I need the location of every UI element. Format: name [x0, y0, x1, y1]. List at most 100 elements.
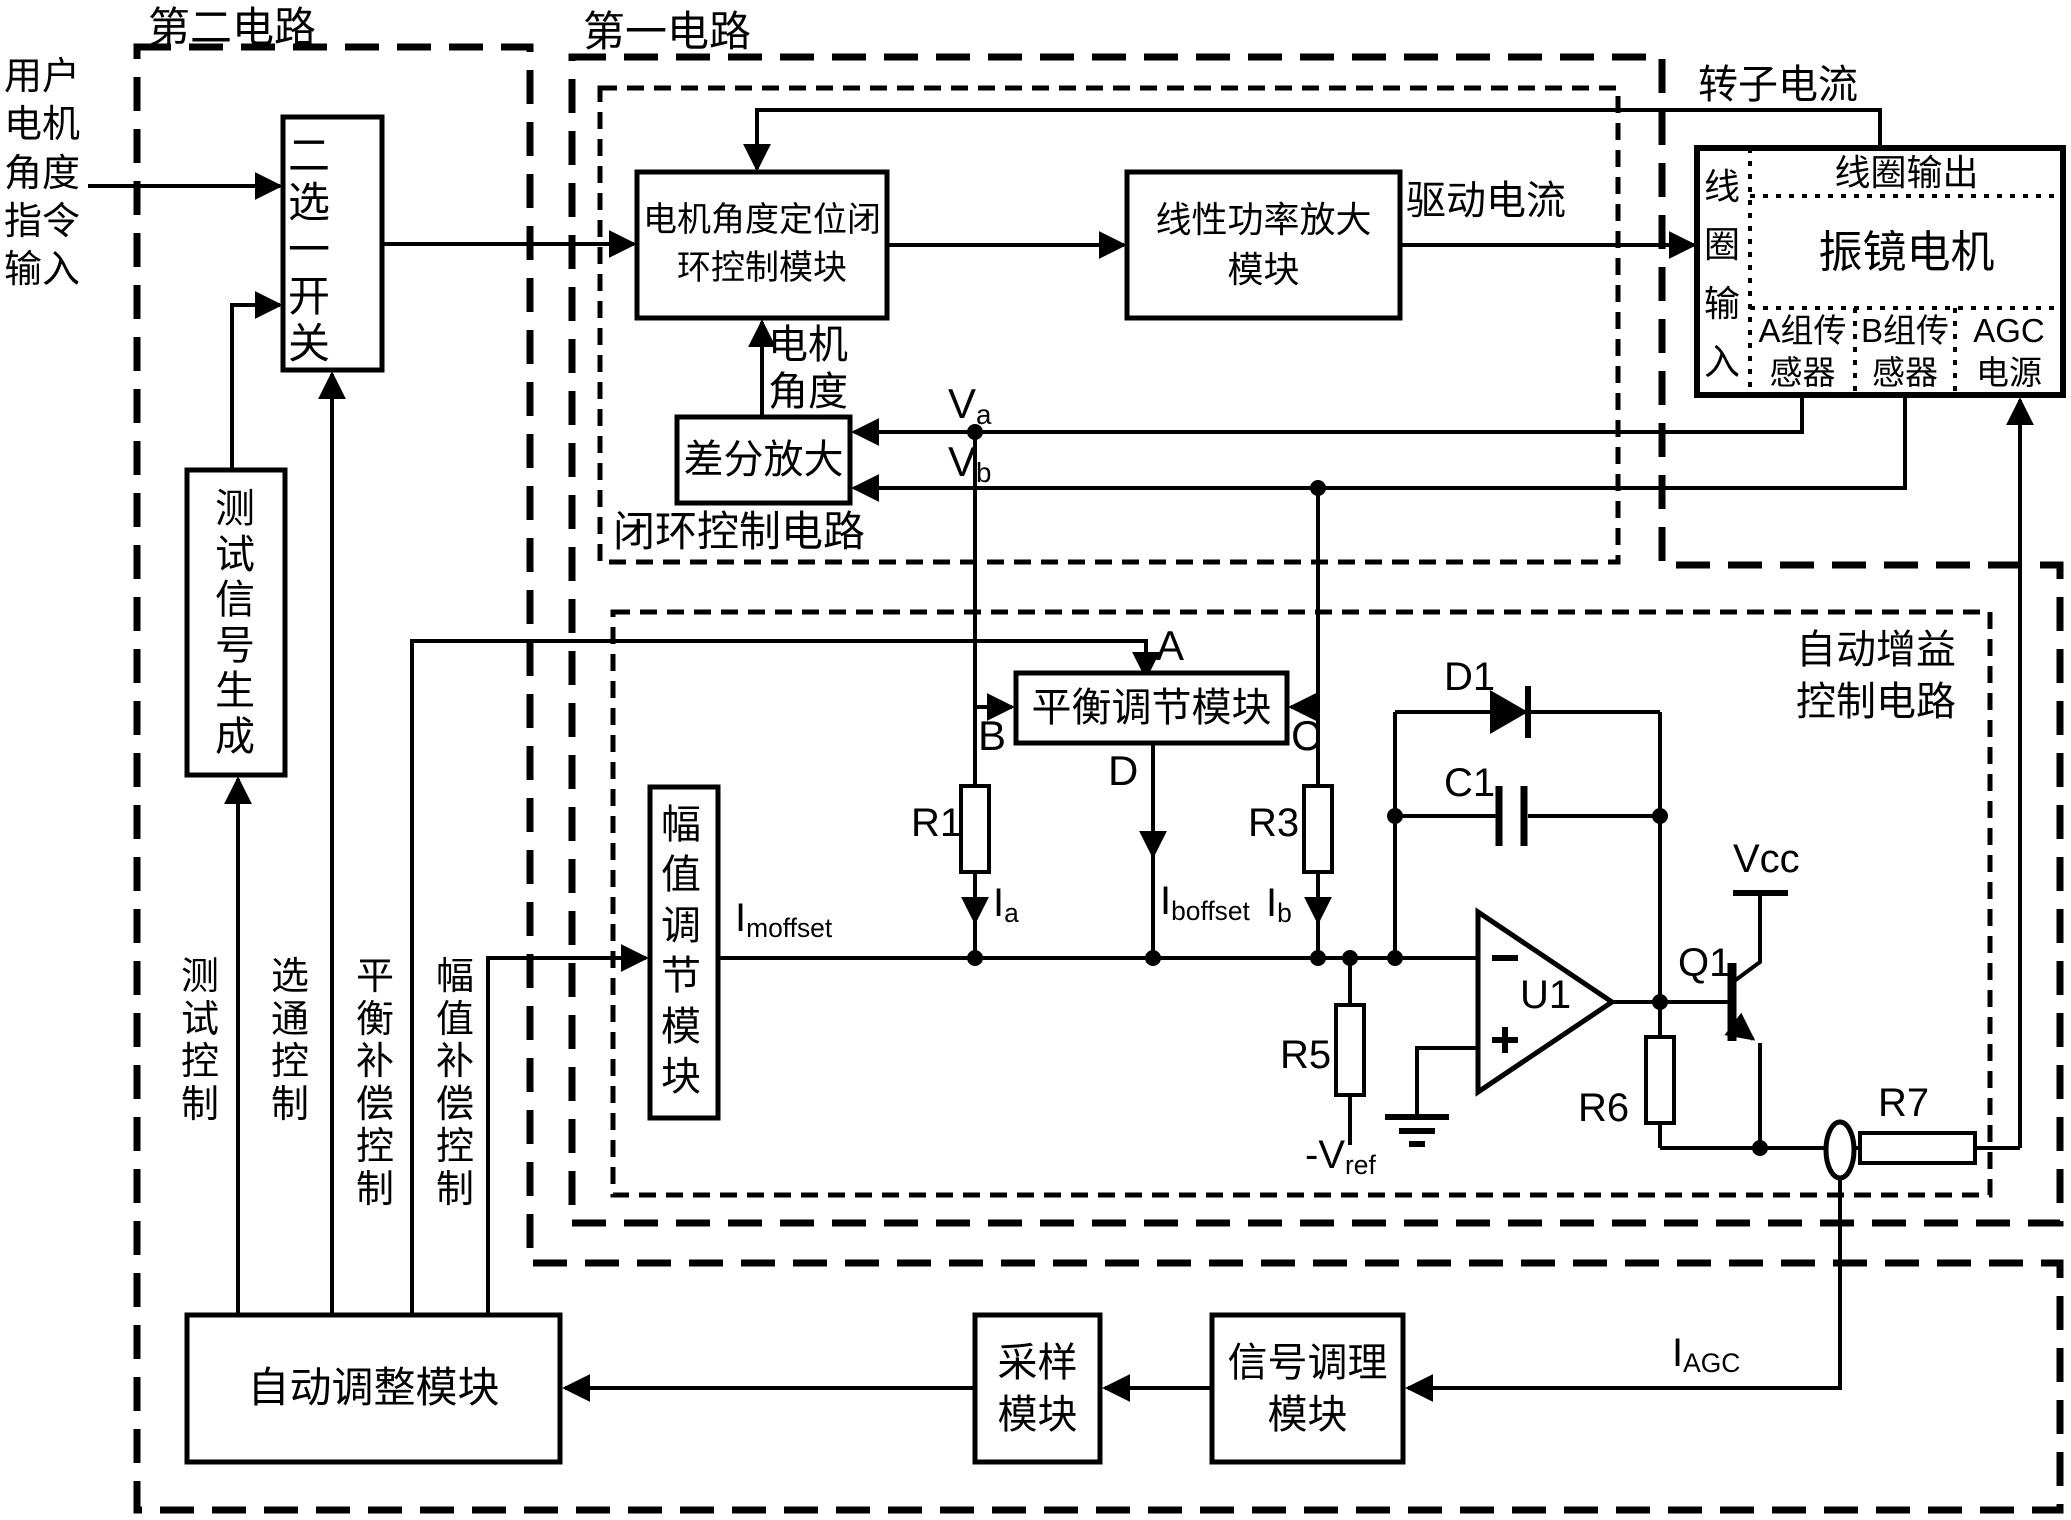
diff-amp-label: 差分放大: [683, 438, 844, 482]
i-b-base: I: [1266, 881, 1278, 925]
junction-va: [967, 424, 983, 440]
i-a-sub: a: [1004, 897, 1019, 928]
node-b-label: B: [978, 712, 1007, 759]
vcc-label: Vcc: [1733, 837, 1800, 881]
capacitor-c1-icon: [1495, 786, 1528, 846]
resistor-r7: [1858, 1131, 1977, 1165]
first-circuit-label: 第一电路: [583, 8, 752, 55]
wire-testgen-to-switch: [230, 291, 283, 470]
wire-iagc: [1405, 1178, 1842, 1402]
i-agc-sub: AGC: [1683, 1347, 1741, 1378]
r1-label: R1: [911, 801, 963, 845]
diff-amp-box: [674, 414, 853, 506]
ground-icon: [1385, 1114, 1449, 1147]
module-boxes: [184, 114, 2066, 1465]
wire-plus-ground: [1415, 1046, 1478, 1114]
auto-adjust-label: 自动调整模块: [247, 1364, 500, 1412]
agc-boundary: [610, 609, 1993, 1198]
r7-label: R7: [1878, 1081, 1930, 1125]
u1-label: U1: [1520, 973, 1572, 1017]
junction-r5-bus: [1342, 950, 1358, 966]
balance-box: [1013, 670, 1290, 746]
node-d-label: D: [1108, 747, 1139, 794]
amplitude-label: 幅值调节模块: [661, 803, 701, 1099]
wire-va: [851, 395, 1804, 446]
signal-cond-label: 信号调理 模块: [1227, 1340, 1388, 1437]
closed-loop-label: 闭环控制电路: [613, 508, 866, 555]
current-probe-icon: [1823, 1119, 1857, 1181]
first-circuit-boundary: [568, 53, 2064, 1227]
sensor-b-label: B组传 感器: [1860, 312, 1949, 391]
auto-adjust-box: [184, 1312, 563, 1465]
test-gen-label: 测试信号生成: [215, 487, 255, 759]
agc-circuit-label: 自动增益 控制电路: [1796, 628, 1956, 724]
coil-in-label: 线圈输入: [1704, 166, 1741, 382]
resistor-r3: [1302, 784, 1334, 874]
second-circuit-boundary: [133, 43, 2064, 1514]
va-sub: a: [976, 399, 992, 431]
junction-vb: [1310, 480, 1326, 496]
vb-label: Vb: [948, 436, 991, 491]
switch-label: 二选一开关: [288, 132, 331, 368]
vref-label: -Vref: [1305, 1130, 1376, 1182]
motor-angle-label: 电机 角度: [768, 323, 848, 415]
i-moffset-label: Imoffset: [735, 893, 832, 945]
junction-ia-bus: [967, 950, 983, 966]
i-moffset-sub: moffset: [746, 912, 833, 943]
amplitude-box: [647, 784, 721, 1121]
i-boffset-sub: boffset: [1171, 895, 1250, 926]
test-gen-box: [184, 467, 288, 778]
switch-box: [280, 114, 385, 373]
signal-cond-box: [1209, 1312, 1406, 1465]
drive-current-label: 驱动电流: [1406, 179, 1566, 223]
resistor-r6: [1644, 1035, 1676, 1125]
agc-power-label: AGC 电源: [1973, 312, 2045, 391]
wire-amplitude-comp-control: [486, 944, 649, 1315]
rotor-current-label: 转子电流: [1698, 63, 1858, 107]
components: [959, 686, 1977, 1181]
c1-label: C1: [1444, 761, 1496, 805]
i-boffset-base: I: [1160, 879, 1172, 923]
resistor-r5: [1334, 1003, 1366, 1097]
i-b-label: Ib: [1266, 878, 1292, 930]
sensor-a-label: A组传 感器: [1758, 312, 1847, 391]
i-agc-base: I: [1672, 1331, 1684, 1375]
junction-opamp-out: [1652, 994, 1668, 1010]
balance-comp-label: 平衡补偿控制: [356, 956, 395, 1211]
node-c-label: C: [1291, 712, 1322, 759]
vb-base: V: [948, 438, 977, 485]
motor-box: [1694, 145, 2066, 398]
closed-loop-boundary: [597, 85, 1621, 565]
i-moffset-base: I: [735, 896, 747, 940]
sampling-box: [972, 1312, 1103, 1465]
junction-fb-bus: [1387, 950, 1403, 966]
dashed-boundaries: [133, 43, 2064, 1514]
junction-d-bus: [1145, 950, 1161, 966]
i-agc-label: IAGC: [1672, 1328, 1740, 1380]
second-circuit-label: 第二电路: [148, 4, 317, 51]
d1-label: D1: [1444, 655, 1496, 699]
r6-label: R6: [1578, 1086, 1630, 1130]
i-a-label: Ia: [993, 878, 1019, 930]
opamp-plus-icon: [1492, 1027, 1518, 1053]
resistor-r1: [959, 784, 991, 874]
r5-label: R5: [1280, 1033, 1332, 1077]
junction-c1-right: [1652, 808, 1668, 824]
wire-balance-comp-control: [410, 639, 1160, 1315]
vref-sub: ref: [1345, 1149, 1376, 1180]
junction-ib-bus: [1310, 950, 1326, 966]
user-command-label: 用户 电机 角度 指令 输入: [4, 56, 81, 291]
vref-base: -V: [1305, 1133, 1345, 1177]
amplitude-comp-label: 幅值补偿控制: [436, 956, 475, 1211]
position-ctrl-box: [634, 169, 890, 321]
junction-dots: [967, 424, 1768, 1156]
wire-collector: [1731, 893, 1762, 984]
va-label: Va: [948, 378, 991, 433]
galvo-motor-label: 振镜电机: [1818, 227, 1995, 277]
va-base: V: [948, 380, 977, 427]
wire-vb: [851, 395, 1907, 502]
wire-rotor-current: [743, 108, 1882, 172]
node-a-label: A: [1156, 622, 1185, 669]
vb-sub: b: [976, 457, 992, 489]
